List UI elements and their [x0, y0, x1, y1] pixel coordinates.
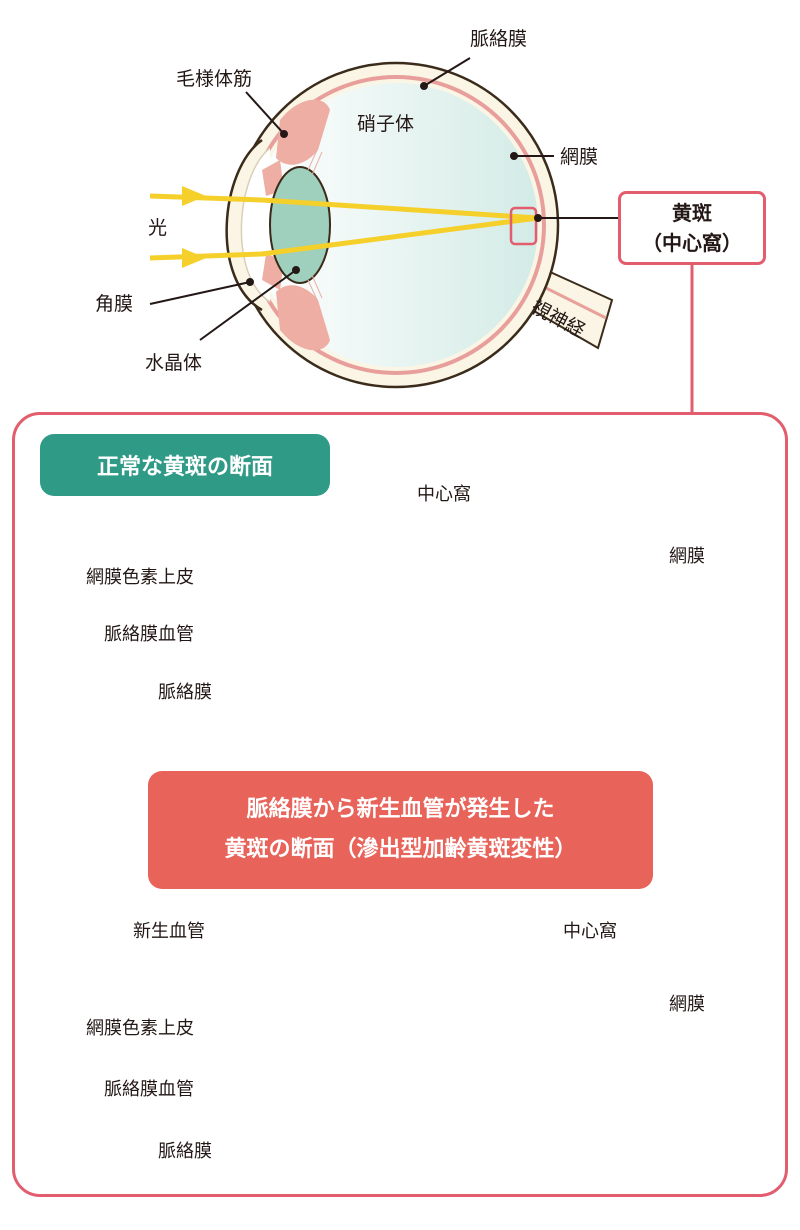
- eyeball: [149, 61, 614, 389]
- vitreous-body: [254, 83, 538, 367]
- label-choroid-amd: 脈絡膜: [158, 1141, 212, 1162]
- label-new-vessels: 新生血管: [133, 921, 205, 942]
- label-retina-normal: 網膜: [669, 546, 705, 567]
- label-light: 光: [148, 217, 168, 239]
- label-cornea: 角膜: [95, 293, 134, 315]
- macula-callout: 黄斑 （中心窩）: [618, 191, 766, 265]
- label-fovea-normal: 中心窩: [417, 484, 471, 505]
- amd-heading-line1: 脈絡膜から新生血管が発生した: [246, 797, 555, 822]
- macula-subtitle: （中心窩）: [642, 231, 742, 255]
- ciliary-body-bottom: [276, 285, 330, 351]
- macula-marker: [509, 206, 538, 246]
- label-ciliary-muscle: 毛様体筋: [176, 68, 253, 90]
- label-lens: 水晶体: [145, 352, 203, 374]
- label-retina-eye: 網膜: [560, 146, 599, 168]
- lens: [269, 166, 331, 284]
- amd-heading-line2: 黄斑の断面（滲出型加齢黄斑変性）: [224, 837, 577, 862]
- label-choroidal-vessels-normal: 脈絡膜血管: [104, 624, 194, 645]
- normal-heading: 正常な黄斑の断面: [40, 434, 330, 496]
- label-choroid-eye: 脈絡膜: [470, 28, 528, 50]
- label-choroidal-vessels-amd: 脈絡膜血管: [104, 1079, 194, 1100]
- light-arrow-top: [182, 186, 206, 206]
- label-vitreous: 硝子体: [357, 113, 415, 135]
- amd-heading: 脈絡膜から新生血管が発生した 黄斑の断面（滲出型加齢黄斑変性）: [148, 771, 653, 889]
- label-choroid-normal: 脈絡膜: [158, 682, 212, 703]
- ciliary-body-top: [276, 99, 330, 165]
- label-rpe-normal: 網膜色素上皮: [86, 567, 194, 588]
- macula-title: 黄斑: [672, 201, 712, 225]
- label-rpe-amd: 網膜色素上皮: [86, 1018, 194, 1039]
- label-fovea-amd: 中心窩: [563, 921, 617, 942]
- light-arrow-bottom: [182, 248, 206, 268]
- label-retina-amd: 網膜: [669, 994, 705, 1015]
- eye-leader-lines: [149, 57, 618, 341]
